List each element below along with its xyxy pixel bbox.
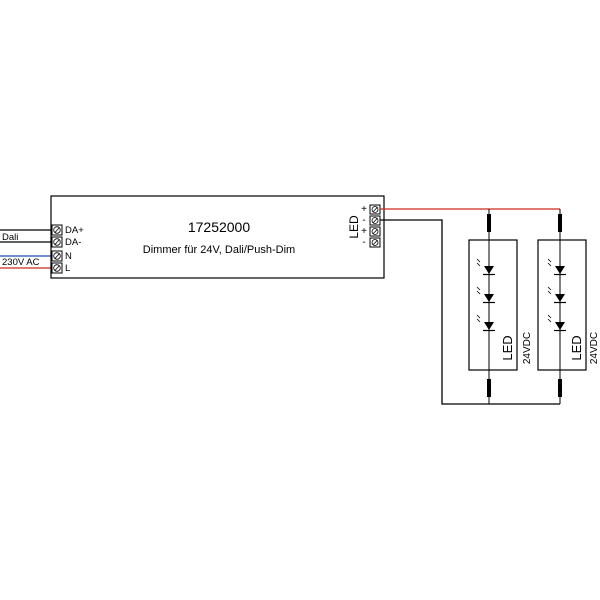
terminal-label-n: N [65,251,72,262]
output-terminal-3 [369,226,381,237]
device-description: Dimmer für 24V, Dali/Push-Dim [143,244,295,256]
dali-label: Dali [2,232,18,243]
output-polarity-4: - [362,237,365,248]
terminal-l [51,262,63,274]
led-strip-2-voltage: 24VDC [589,332,600,364]
output-led-label: LED [347,215,361,239]
connector-icon [558,379,562,397]
led-strip-1-label: LED [500,335,515,360]
output-polarity-3: + [361,226,367,237]
output-terminal-4 [369,237,381,248]
terminal-label-da-plus: DA+ [65,225,84,236]
led-strip-1-outline [468,239,518,371]
output-polarity-2: - [362,215,365,226]
terminal-da-plus [51,224,63,236]
connector-icon [487,214,491,232]
terminal-label-l: L [65,263,70,274]
dimmer-housing [50,195,385,279]
dali-wires [0,229,52,243]
led-diode-icon [547,258,566,276]
led-strip-1: LED 24VDC [468,209,533,404]
terminal-da-minus [51,236,63,248]
connector-icon [487,379,491,397]
output-terminal-1 [369,204,381,215]
led-diode-icon [476,286,495,304]
led-strip-2-label: LED [569,335,584,360]
mains-label: 230V AC [2,257,40,268]
negative-output-wire [380,219,560,405]
output-terminal-2 [369,215,381,226]
terminal-n [51,250,63,262]
output-polarity-1: + [361,204,367,215]
output-terminal-block [369,204,381,248]
led-diode-icon [476,258,495,276]
led-diode-icon [547,286,566,304]
terminal-label-da-minus: DA- [65,237,81,248]
led-strip-2: LED 24VDC [537,209,600,404]
led-strip-2-outline [537,239,587,371]
led-strip-1-voltage: 24VDC [522,332,533,364]
led-diode-icon [476,314,495,332]
led-diode-icon [547,314,566,332]
input-terminal-block [51,224,63,274]
connector-icon [558,214,562,232]
mains-wires [0,255,52,269]
part-number: 17252000 [188,219,251,235]
